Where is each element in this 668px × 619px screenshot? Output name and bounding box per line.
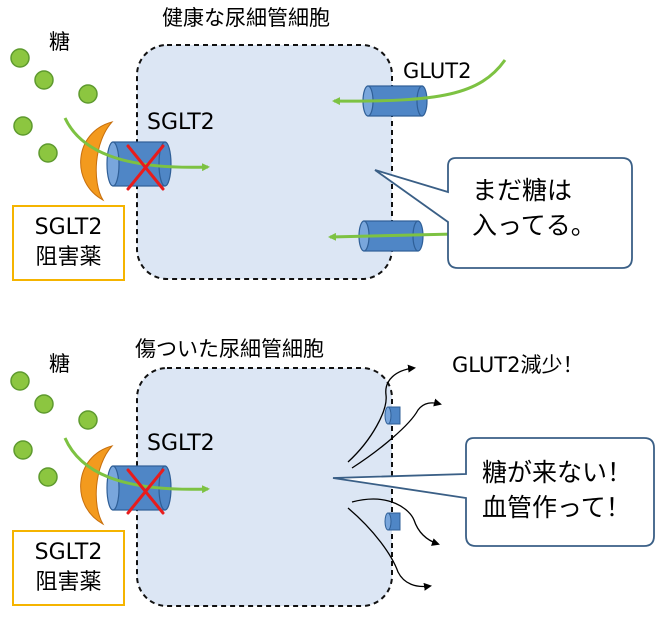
inhibitor-shape — [80, 121, 114, 202]
glut2-flow-arrow-top-1 — [332, 59, 507, 106]
signal-arrow — [347, 507, 432, 591]
bottom-drug-line1: SGLT2 — [34, 540, 103, 566]
sugar-molecule — [34, 394, 54, 414]
sugar-molecules-bottom — [10, 371, 98, 487]
sugar-molecule — [38, 143, 58, 163]
block-x-icon-top — [126, 144, 165, 191]
sugar-molecule — [38, 467, 58, 487]
signal-arrow — [347, 364, 416, 463]
block-x-icon-bottom — [126, 468, 165, 515]
bottom-sglt2-label: SGLT2 — [147, 431, 215, 456]
bottom-panel-title: 傷ついた尿細管細胞 — [135, 337, 324, 361]
bottom-glut2-label: GLUT2減少！ — [452, 353, 584, 377]
top-sugar-label: 糖 — [49, 30, 70, 54]
sugar-molecule — [10, 48, 30, 68]
sugar-molecule — [34, 70, 54, 90]
glut2-flow-arrow-top-2 — [328, 232, 456, 241]
top-sglt2-label: SGLT2 — [147, 110, 215, 135]
sglt2-transporter-top — [106, 141, 172, 187]
signal-arrows — [347, 364, 442, 591]
bottom-drug-box: SGLT2 阻害薬 — [12, 530, 125, 606]
top-bubble-line2: 入ってる。 — [472, 211, 596, 240]
sugar-flow-arrow-bottom — [63, 437, 210, 494]
glut2-transporter-small-1 — [384, 406, 401, 425]
top-drug-line1: SGLT2 — [34, 215, 103, 241]
speech-bubble-top — [374, 157, 633, 269]
speech-bubble-bottom — [332, 437, 655, 547]
sugar-molecule — [78, 84, 98, 104]
sugar-flow-arrow-top — [63, 117, 210, 172]
signal-arrow — [351, 498, 440, 546]
top-bubble-line1: まだ糖は — [472, 176, 573, 205]
sugar-molecules-top — [10, 48, 98, 163]
bottom-sugar-label: 糖 — [49, 352, 70, 376]
sugar-molecule — [13, 440, 33, 460]
top-drug-line2: 阻害薬 — [35, 245, 102, 270]
damaged-cell — [136, 367, 393, 607]
sugar-molecule — [10, 371, 30, 391]
bottom-drug-line2: 阻害薬 — [35, 570, 102, 595]
bottom-bubble-text: 糖が来ない！ 血管作って！ — [482, 455, 632, 525]
top-drug-box: SGLT2 阻害薬 — [12, 205, 125, 281]
top-glut2-label: GLUT2 — [403, 59, 472, 83]
top-bubble-text: まだ糖は 入ってる。 — [472, 173, 596, 243]
bottom-bubble-line1: 糖が来ない！ — [482, 458, 633, 487]
bottom-bubble-line2: 血管作って！ — [482, 493, 631, 522]
healthy-cell — [136, 44, 393, 280]
sugar-molecule — [78, 410, 98, 430]
top-panel-title: 健康な尿細管細胞 — [162, 6, 330, 30]
sugar-molecule — [13, 116, 33, 136]
glut2-transporter-small-2 — [384, 512, 401, 531]
signal-arrow — [351, 398, 442, 469]
